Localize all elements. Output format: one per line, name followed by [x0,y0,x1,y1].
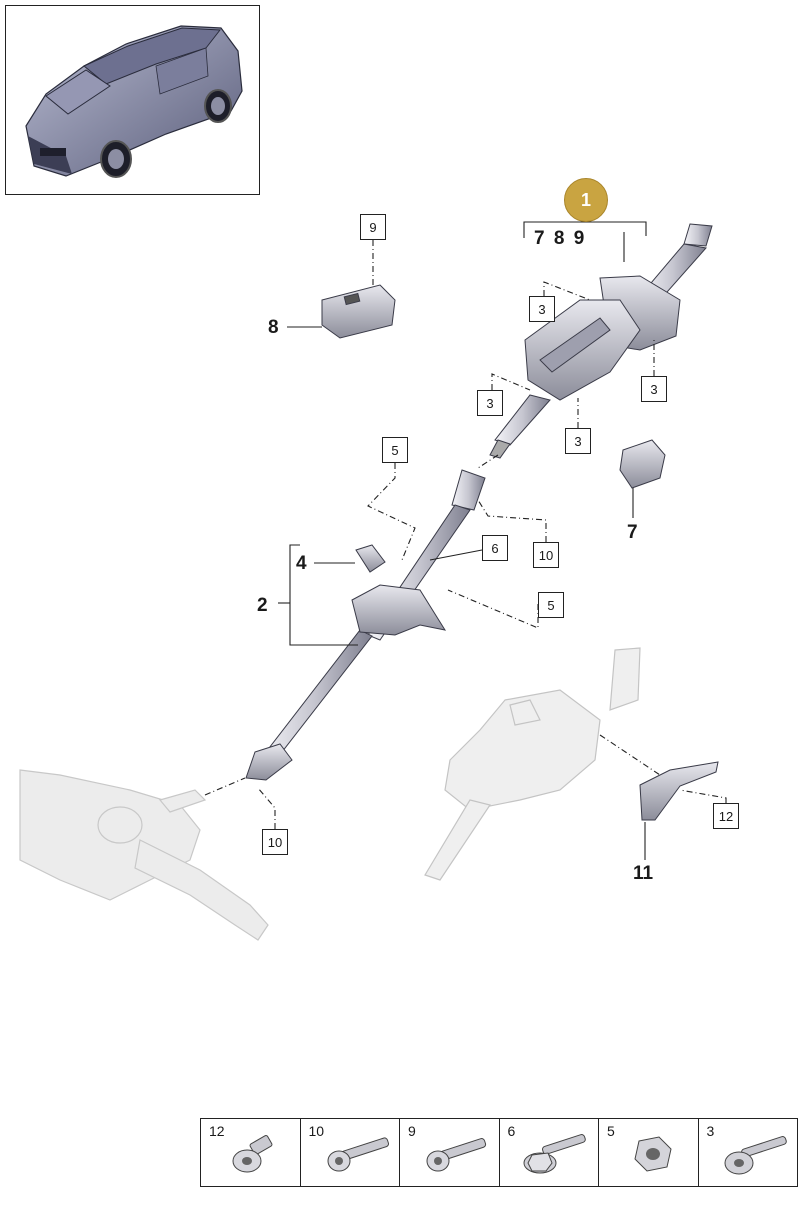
callout-box-3d: 3 [565,428,591,454]
flange-bolt-icon [523,1134,586,1174]
callout-box-5b: 5 [538,592,564,618]
leader-lines [204,213,727,860]
hw-number: 10 [308,1123,325,1139]
component-7 [619,439,666,489]
callout-box-10b: 10 [262,829,288,855]
steering-column-ghost [424,647,641,881]
callout-box-9: 9 [360,214,386,240]
callout-box-3c: 3 [477,390,503,416]
torx-flange-bolt-icon [724,1136,787,1175]
callout-box-3b: 3 [641,376,667,402]
hex-nut-icon [634,1136,672,1172]
callout-bold-7: 7 [627,522,638,543]
hw-number: 9 [408,1123,416,1139]
hw-number: 12 [209,1123,225,1139]
steering-rack-ghost [19,769,269,941]
callout-bold-4: 4 [296,553,307,574]
callout-box-3a: 3 [529,296,555,322]
hw-cell-5: 5 [599,1119,699,1186]
hw-cell-9: 9 [400,1119,500,1186]
bracket-11 [639,761,719,821]
vehicle-reference-inset [5,5,260,195]
callout-box-10a: 10 [533,542,559,568]
assembly-badge-1: 1 [564,178,608,222]
hw-number: 6 [507,1123,516,1139]
callout-bold-11: 11 [633,863,654,884]
steering-column-upper [489,223,713,459]
callout-box-12: 12 [713,803,739,829]
hex-socket-bolt-short-icon [232,1135,273,1173]
callout-bold-2: 2 [257,595,268,616]
hw-cell-6: 6 [500,1119,599,1186]
callout-box-6: 6 [482,535,508,561]
suv-car-icon [25,25,243,178]
torx-bolt-icon [327,1137,389,1172]
hw-number: 3 [706,1123,715,1139]
assembly-group-label: 7 8 9 [534,228,585,249]
callout-bold-8: 8 [268,317,279,338]
hw-cell-12: 12 [201,1119,301,1186]
callout-box-5a: 5 [382,437,408,463]
hw-cell-10: 10 [301,1119,400,1186]
hex-bolt-icon [426,1138,487,1172]
control-module-8 [321,284,396,339]
hardware-table: 12 10 9 6 5 [200,1118,798,1187]
hw-cell-3: 3 [699,1119,798,1186]
hw-number: 5 [607,1123,615,1139]
bulkhead-seal-2 [351,544,447,636]
